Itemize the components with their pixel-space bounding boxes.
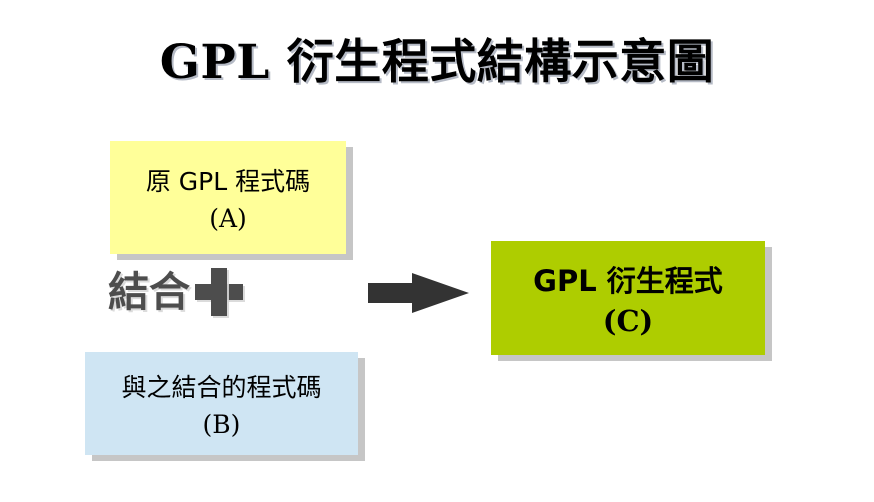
page-title: GPL 衍生程式結構示意圖 [0, 38, 874, 87]
node-box-a-label: (A) [209, 204, 247, 233]
node-box-b-label: (B) [202, 410, 241, 439]
arrow-right-icon [368, 270, 472, 316]
node-box-combined-code[interactable]: 與之結合的程式碼 (B) [85, 352, 358, 455]
node-box-a-line1: 原 GPL 程式碼 [145, 167, 311, 196]
node-box-c-label: (C) [602, 304, 654, 338]
page-title-cjk: 衍生程式結構示意圖 [286, 35, 715, 90]
combine-operator: 結合 [108, 264, 283, 320]
node-box-b-line1: 與之結合的程式碼 [121, 373, 322, 402]
combine-operator-label: 結合 [108, 267, 190, 316]
node-box-gpl-derivative-work[interactable]: GPL 衍生程式 (C) [491, 241, 765, 355]
arrow-right-shape [368, 273, 469, 313]
page-title-latin: GPL [159, 35, 270, 90]
plus-icon [192, 265, 246, 319]
node-box-original-gpl-code[interactable]: 原 GPL 程式碼 (A) [110, 141, 346, 254]
node-box-c-line1: GPL 衍生程式 [533, 264, 723, 298]
